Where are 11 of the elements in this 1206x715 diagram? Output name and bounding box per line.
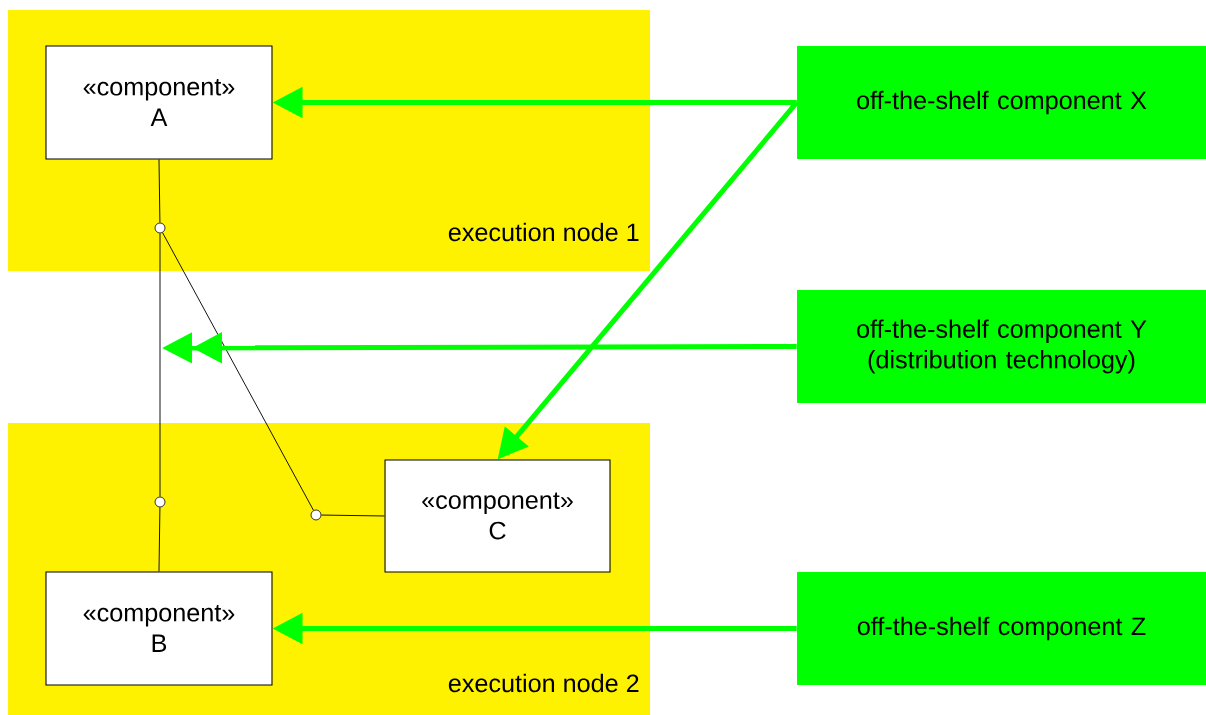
connector-line <box>320 514 385 517</box>
component-box: «component» C <box>384 459 611 573</box>
component-box: «component» A <box>45 45 273 160</box>
connector-line <box>158 159 161 224</box>
component-box: off-the-shelf component X <box>797 46 1206 159</box>
component-box: «component» B <box>45 571 273 686</box>
connector-line <box>159 232 161 498</box>
component-box: off-the-shelf component Y (distribution technology) <box>797 290 1206 403</box>
component-box: off-the-shelf component Z <box>797 572 1206 685</box>
connector-line <box>162 232 314 511</box>
connector-line <box>158 506 161 572</box>
